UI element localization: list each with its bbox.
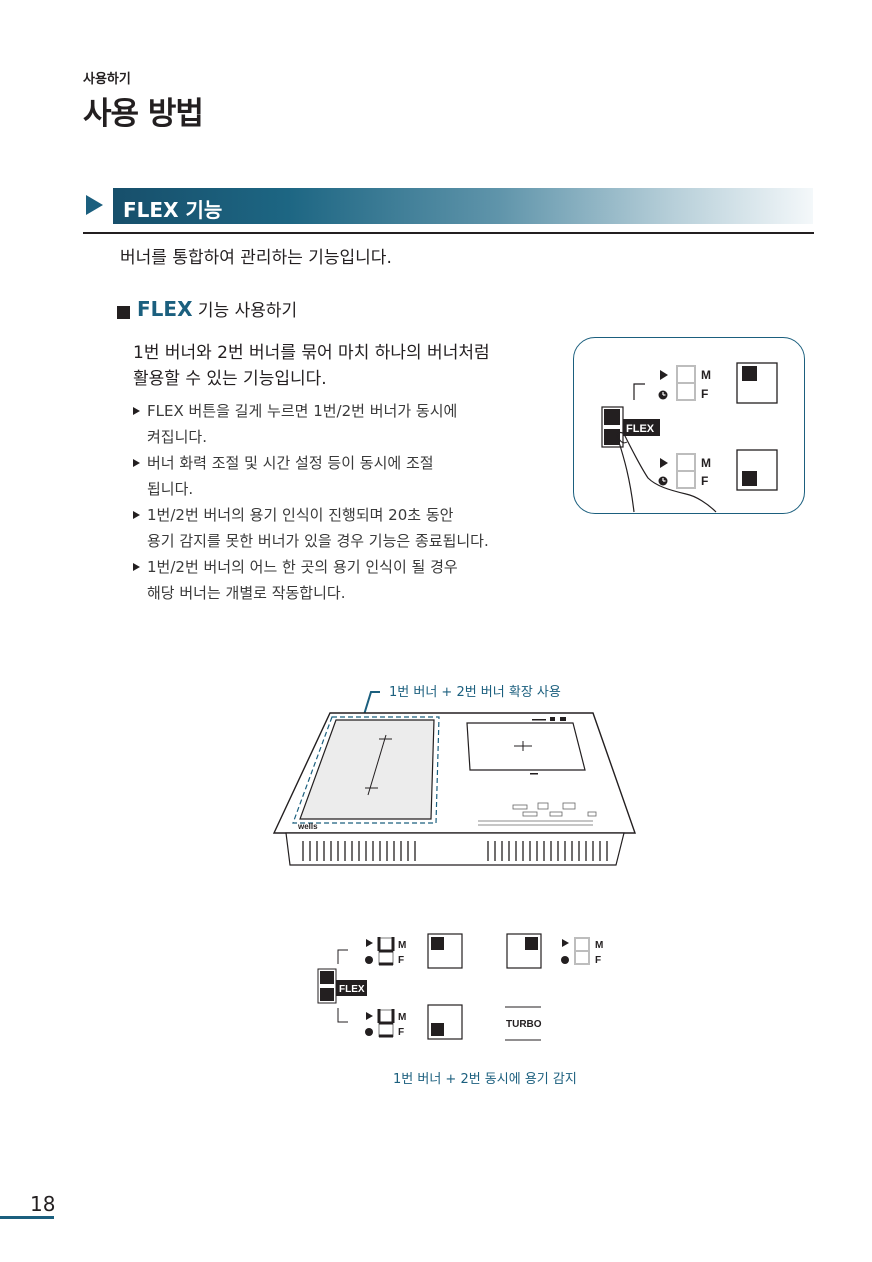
turbo-label: TURBO [506, 1019, 542, 1030]
clock-icon [365, 1028, 373, 1036]
triangle-bullet-icon [133, 407, 140, 415]
flex-burner-zone [299, 719, 435, 820]
list-item: FLEX 버튼을 길게 누르면 1번/2번 버너가 동시에 켜집니다. [133, 398, 489, 450]
section-arrow-icon [86, 195, 103, 215]
play-icon [366, 1012, 373, 1020]
bullet-list: FLEX 버튼을 길게 누르면 1번/2번 버너가 동시에 켜집니다. 버너 화… [133, 398, 489, 606]
touch-controls [478, 802, 597, 826]
section-title: FLEX 기능 [123, 198, 223, 222]
list-item: 버너 화력 조절 및 시간 설정 등이 동시에 조절 됩니다. [133, 450, 489, 502]
subsection-flex-word: FLEX [137, 297, 193, 321]
f-label: F [701, 387, 708, 401]
display-panel-illustration: M F M F FLEX M F TURBO [317, 933, 603, 1041]
hob-control-icons [530, 717, 566, 775]
triangle-bullet-icon [133, 459, 140, 467]
seven-segment-digit [676, 365, 696, 401]
page-title: 사용 방법 [83, 96, 204, 132]
m-label: M [398, 1012, 406, 1023]
display-caption: 1번 버너 + 2번 동시에 용기 감지 [393, 1072, 577, 1087]
seven-segment-digit [377, 937, 395, 966]
breadcrumb: 사용하기 [83, 72, 131, 87]
square-bullet-icon [117, 306, 130, 319]
vent-grille [302, 841, 608, 861]
triangle-bullet-icon [133, 511, 140, 519]
f-label: F [701, 474, 708, 488]
page-number: 18 [30, 1192, 56, 1216]
play-icon [660, 458, 668, 468]
play-icon [366, 939, 373, 947]
lead-text: 1번 버너와 2번 버너를 묶어 마치 하나의 버너처럼 활용할 수 있는 기능… [133, 343, 490, 389]
triangle-bullet-icon [133, 563, 140, 571]
intro-text: 버너를 통합하여 관리하는 기능입니다. [120, 248, 392, 268]
hob-callout: 1번 버너 + 2번 버너 확장 사용 [389, 685, 561, 700]
brand-logo: wells [297, 822, 318, 831]
seven-segment-digit [676, 453, 696, 489]
cooktop-illustration: wells [272, 691, 636, 866]
subsection-title: FLEX 기능 사용하기 [137, 296, 297, 321]
list-item: 1번/2번 버너의 어느 한 곳의 용기 인식이 될 경우 해당 버너는 개별로… [133, 554, 489, 606]
seven-segment-digit [574, 937, 590, 965]
f-label: F [595, 955, 601, 966]
control-panel-svg: M F FLEX M F [601, 362, 778, 513]
f-label: F [398, 1027, 404, 1038]
clock-icon [561, 956, 569, 964]
m-label: M [398, 940, 406, 951]
section-divider [83, 232, 814, 234]
seven-segment-digit [377, 1009, 395, 1038]
finger-icon [616, 431, 717, 513]
m-label: M [701, 368, 711, 382]
flex-label: FLEX [626, 423, 655, 435]
m-label: M [595, 940, 603, 951]
flex-panel-illustration: M F FLEX M F [573, 337, 805, 514]
play-icon [660, 370, 668, 380]
flex-label: FLEX [339, 984, 365, 995]
m-label: M [701, 456, 711, 470]
section-header: FLEX 기능 [113, 188, 813, 224]
play-icon [562, 939, 569, 947]
flex-zone-outline [292, 716, 440, 824]
subsection-title-rest: 기능 사용하기 [192, 301, 298, 321]
f-label: F [398, 955, 404, 966]
clock-icon [365, 956, 373, 964]
page-number-rule [0, 1216, 54, 1219]
list-item: 1번/2번 버너의 용기 인식이 진행되며 20초 동안 용기 감지를 못한 버… [133, 502, 489, 554]
